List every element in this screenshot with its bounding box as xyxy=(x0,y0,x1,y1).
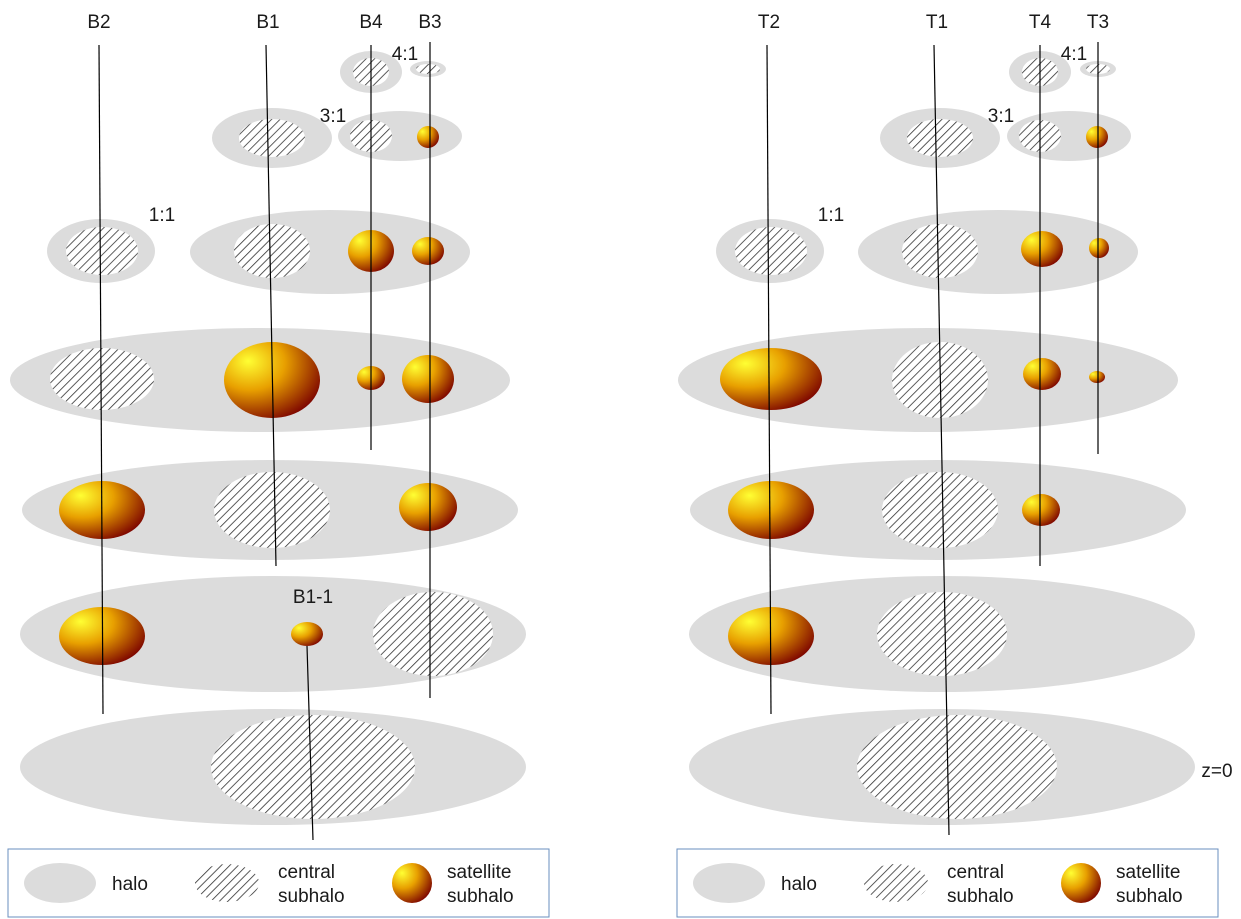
legend-central-label-2: subhalo xyxy=(947,886,1014,907)
left-central-subhalos xyxy=(50,58,493,819)
legend-halo-label: halo xyxy=(781,874,817,895)
satellite-subhalo xyxy=(399,483,457,531)
legend-central-swatch xyxy=(195,864,259,902)
legend-box xyxy=(7,848,550,918)
legend-central-label-1: central xyxy=(278,862,335,883)
central-subhalo xyxy=(234,224,310,278)
central-subhalo xyxy=(907,119,973,157)
satellite-subhalo xyxy=(1086,126,1108,148)
legend-satellite-swatch xyxy=(392,863,432,903)
track-line-t1 xyxy=(933,44,950,836)
central-subhalo xyxy=(416,64,440,74)
track-label-t2: T2 xyxy=(758,12,780,33)
ratio-label-4to1: 4:1 xyxy=(392,44,418,65)
central-subhalo xyxy=(857,715,1057,819)
central-subhalo xyxy=(239,119,305,157)
track-label-t1: T1 xyxy=(926,12,948,33)
legend-satellite-swatch xyxy=(1061,863,1101,903)
redshift-label-right: z=0 xyxy=(1201,761,1232,782)
legend-central-label-1: central xyxy=(947,862,1004,883)
left-track-lines xyxy=(98,42,431,841)
legend-satellite-label-2: subhalo xyxy=(1116,886,1183,907)
legend-satellite-label-1: satellite xyxy=(1116,862,1180,883)
legend-central-swatch xyxy=(864,864,928,902)
track-label-b1: B1 xyxy=(256,12,279,33)
central-subhalo xyxy=(877,592,1007,676)
ratio-label-1to1: 1:1 xyxy=(149,205,175,226)
right-panel: T2 T1 T4 T3 4:1 3:1 1:1 z=0 halo central… xyxy=(676,12,1233,918)
central-subhalo xyxy=(882,472,998,548)
satellite-subhalo xyxy=(1089,371,1105,383)
central-subhalo xyxy=(211,715,415,819)
satellite-subhalo xyxy=(1022,494,1060,526)
central-subhalo xyxy=(373,592,493,676)
central-subhalo xyxy=(902,224,978,278)
right-track-lines xyxy=(766,42,1099,836)
right-central-subhalos xyxy=(735,58,1110,819)
central-subhalo xyxy=(735,227,807,275)
legend-halo-swatch xyxy=(693,863,765,903)
ratio-label-4to1: 4:1 xyxy=(1061,44,1087,65)
legend-halo-swatch xyxy=(24,863,96,903)
central-subhalo xyxy=(50,348,154,410)
branch-label-b1-1: B1-1 xyxy=(293,587,333,608)
legend-box xyxy=(676,848,1219,918)
right-labels: T2 T1 T4 T3 4:1 3:1 1:1 z=0 xyxy=(758,12,1233,782)
track-line-t2 xyxy=(766,44,772,715)
legend-left: halo central subhalo satellite subhalo xyxy=(7,848,550,918)
track-label-t3: T3 xyxy=(1087,12,1109,33)
left-panel: B2 B1 B4 B3 4:1 3:1 1:1 B1-1 halo centra… xyxy=(7,12,550,918)
track-label-t4: T4 xyxy=(1029,12,1052,33)
satellite-subhalo xyxy=(291,622,323,646)
legend-right: halo central subhalo satellite subhalo xyxy=(676,848,1219,918)
satellite-subhalo xyxy=(720,348,822,410)
left-labels: B2 B1 B4 B3 4:1 3:1 1:1 B1-1 xyxy=(87,12,441,608)
ratio-label-3to1: 3:1 xyxy=(320,106,346,127)
track-label-b3: B3 xyxy=(418,12,441,33)
ratio-label-1to1: 1:1 xyxy=(818,205,844,226)
ratio-label-3to1: 3:1 xyxy=(988,106,1014,127)
satellite-subhalo xyxy=(1021,231,1063,267)
legend-satellite-label-1: satellite xyxy=(447,862,511,883)
track-line-b2 xyxy=(98,44,104,715)
satellite-subhalo xyxy=(1023,358,1061,390)
track-line-b1-1 xyxy=(306,645,314,841)
track-line-b1 xyxy=(265,44,277,567)
legend-halo-label: halo xyxy=(112,874,148,895)
satellite-subhalo xyxy=(1089,238,1109,258)
legend-central-label-2: subhalo xyxy=(278,886,345,907)
track-label-b4: B4 xyxy=(359,12,383,33)
track-label-b2: B2 xyxy=(87,12,110,33)
satellite-subhalo xyxy=(728,481,814,539)
satellite-subhalo xyxy=(402,355,454,403)
satellite-subhalo xyxy=(412,237,444,265)
satellite-subhalo xyxy=(417,126,439,148)
legend-satellite-label-2: subhalo xyxy=(447,886,514,907)
central-subhalo xyxy=(214,472,330,548)
central-subhalo xyxy=(66,227,138,275)
